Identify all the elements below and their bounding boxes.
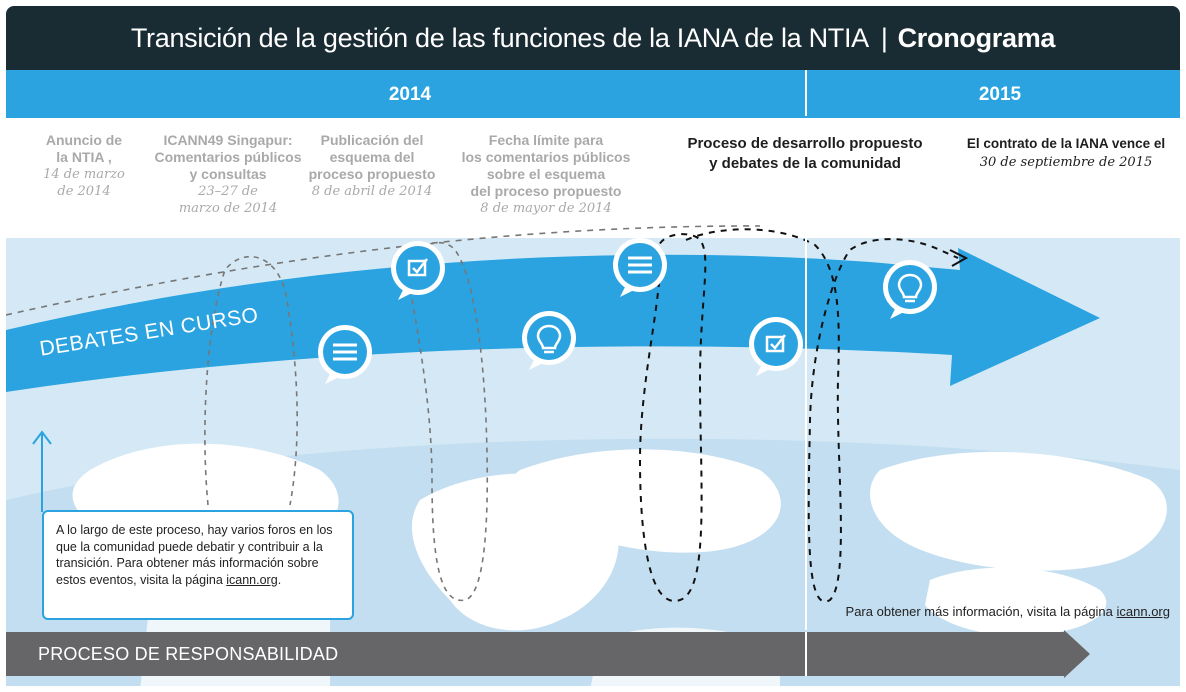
loop-esquema xyxy=(407,241,489,602)
more-info-text: Para obtener más información, visita la … xyxy=(845,604,1170,619)
page-title: Transición de la gestión de las funcione… xyxy=(6,6,1180,70)
event-fecha-limite: Fecha límite para los comentarios públic… xyxy=(461,132,631,216)
accountability-label: PROCESO DE RESPONSABILIDAD xyxy=(38,644,339,664)
title-main: Transición de la gestión de las funcione… xyxy=(130,22,869,53)
year-2014: 2014 xyxy=(388,84,432,105)
event-publicacion: Publicación del esquema del proceso prop… xyxy=(308,132,436,199)
loop-desarrollo-2 xyxy=(685,228,959,603)
year-2015: 2015 xyxy=(978,84,1022,105)
info-note-box: A lo largo de este proceso, hay varios f… xyxy=(42,510,354,620)
message-bubble-icon xyxy=(318,325,372,384)
more-info-link[interactable]: icann.org xyxy=(1116,604,1170,619)
event-contrato-iana: El contrato de la IANA vence el 30 de se… xyxy=(966,136,1166,170)
year-band xyxy=(6,70,1180,118)
message-bubble-icon xyxy=(613,238,667,297)
event-ntia: Anuncio de la NTIA , 14 de marzo de 2014 xyxy=(43,132,125,199)
timeline-dashed-path xyxy=(6,225,761,316)
lightbulb-bubble-icon xyxy=(883,260,937,319)
accountability-arrow xyxy=(6,630,1090,678)
note-link[interactable]: icann.org xyxy=(226,572,278,587)
title-bold: Cronograma xyxy=(897,22,1056,53)
lightbulb-bubble-icon xyxy=(522,311,576,370)
text-area-background xyxy=(6,118,1180,238)
up-arrow-indicator xyxy=(32,430,52,512)
event-icann49: ICANN49 Singapur: Comentarios públicos y… xyxy=(154,132,302,216)
loop-arrowhead xyxy=(949,249,969,267)
title-separator: | xyxy=(880,22,888,53)
event-proceso-desarrollo: Proceso de desarrollo propuesto y debate… xyxy=(687,135,923,172)
checkbox-bubble-icon xyxy=(749,317,803,376)
loop-desarrollo-1 xyxy=(638,233,707,602)
note-text: A lo largo de este proceso, hay varios f… xyxy=(56,523,333,587)
loop-singapur xyxy=(204,255,298,506)
checkbox-bubble-icon xyxy=(391,241,445,300)
